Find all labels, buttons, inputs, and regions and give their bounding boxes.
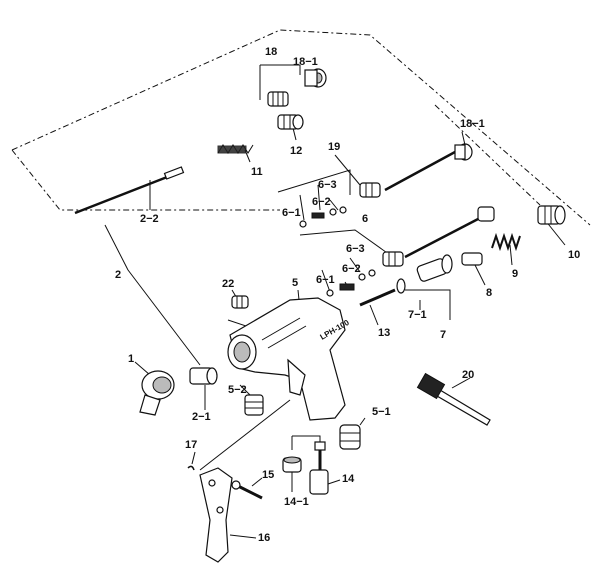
part-18-1-right bbox=[454, 143, 473, 161]
label-6-3-upper: 6−3 bbox=[318, 179, 337, 191]
label-14: 14 bbox=[342, 473, 355, 485]
label-5-2: 5−2 bbox=[228, 384, 247, 396]
part-8 bbox=[461, 252, 483, 266]
part-14-1 bbox=[282, 456, 302, 473]
part-7 bbox=[396, 254, 453, 294]
label-6-3-lower: 6−3 bbox=[346, 243, 365, 255]
part-6-valve bbox=[382, 206, 495, 267]
label-14-1: 14−1 bbox=[284, 496, 309, 508]
label-16: 16 bbox=[258, 532, 270, 544]
label-6-2-upper: 6−2 bbox=[312, 196, 331, 208]
part-5-2 bbox=[244, 394, 264, 416]
part-17-clip bbox=[187, 465, 195, 471]
label-6-2-lower: 6−2 bbox=[342, 263, 361, 275]
label-2-2: 2−2 bbox=[140, 213, 159, 225]
label-2: 2 bbox=[115, 269, 121, 281]
label-17: 17 bbox=[185, 439, 197, 451]
label-1: 1 bbox=[128, 353, 134, 365]
label-2-1: 2−1 bbox=[192, 411, 211, 423]
part-5-1 bbox=[339, 424, 361, 450]
part-14 bbox=[309, 441, 329, 495]
label-10: 10 bbox=[568, 249, 580, 261]
part-19 bbox=[359, 150, 456, 198]
part-16-trigger bbox=[199, 467, 233, 563]
label-6-lower: 6 bbox=[362, 213, 368, 225]
label-18-1-right: 18−1 bbox=[460, 118, 485, 130]
leader-lines bbox=[104, 64, 566, 539]
label-5: 5 bbox=[292, 277, 298, 289]
label-12: 12 bbox=[290, 145, 302, 157]
part-10 bbox=[537, 205, 566, 225]
part-2-1-nozzle bbox=[189, 367, 218, 385]
part-20-brush bbox=[416, 372, 491, 426]
part-labels: 18 18−1 11 12 18−1 19 6−3 6−2 6−1 2−2 2 … bbox=[115, 46, 580, 544]
part-1-air-cap bbox=[139, 370, 175, 416]
label-13: 13 bbox=[378, 327, 390, 339]
part-18 bbox=[267, 91, 289, 107]
part-13 bbox=[359, 288, 396, 307]
exploded-group-outline bbox=[11, 29, 591, 226]
label-7: 7 bbox=[440, 329, 446, 341]
label-22: 22 bbox=[222, 278, 234, 290]
label-5-1: 5−1 bbox=[372, 406, 391, 418]
label-11: 11 bbox=[251, 166, 263, 178]
part-11-spring bbox=[217, 144, 254, 154]
part-2-2-needle bbox=[74, 166, 185, 215]
label-20: 20 bbox=[462, 369, 474, 381]
part-15-pin bbox=[231, 480, 263, 500]
label-18-1-top: 18−1 bbox=[293, 56, 318, 68]
part-9-spring bbox=[491, 232, 521, 252]
part-6-upper-set bbox=[299, 206, 347, 228]
part-12 bbox=[277, 114, 304, 130]
label-9: 9 bbox=[512, 268, 518, 280]
label-19: 19 bbox=[328, 141, 340, 153]
label-7-1: 7−1 bbox=[408, 309, 427, 321]
label-18: 18 bbox=[265, 46, 277, 58]
part-18-1-top bbox=[304, 68, 327, 88]
label-8: 8 bbox=[486, 287, 492, 299]
part-22 bbox=[231, 295, 249, 309]
label-6-1-lower: 6−1 bbox=[316, 274, 335, 286]
part-6-lower-set bbox=[326, 269, 376, 297]
label-6-1-upper: 6−1 bbox=[282, 207, 301, 219]
label-15: 15 bbox=[262, 469, 274, 481]
